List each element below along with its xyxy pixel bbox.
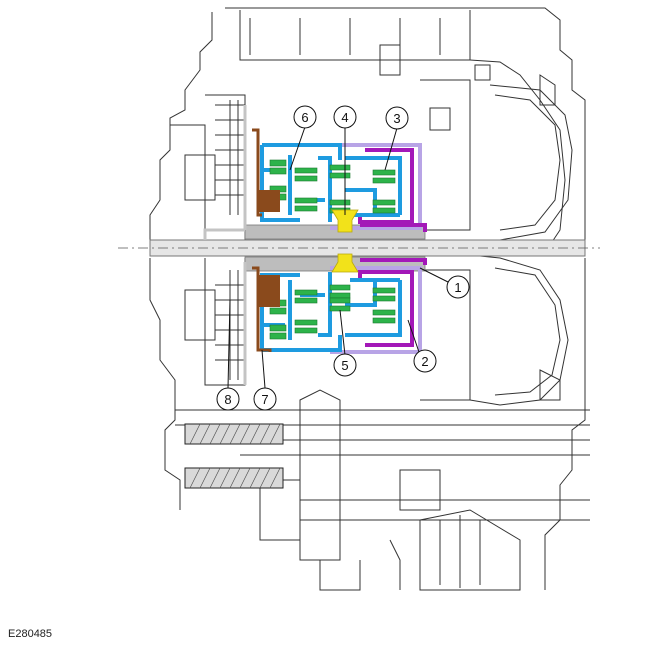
blue-carrier-upper — [260, 143, 402, 222]
callout-1-label: 1 — [454, 280, 461, 295]
callout-7-label: 7 — [261, 392, 268, 407]
callout-6: 6 — [293, 105, 317, 129]
callout-2: 2 — [413, 349, 437, 373]
callout-7: 7 — [253, 387, 277, 411]
lavender-drum — [330, 143, 422, 354]
callout-3: 3 — [385, 106, 409, 130]
grey-path — [203, 105, 247, 385]
purple-component — [358, 148, 427, 347]
callout-5: 5 — [333, 353, 357, 377]
yellow-hub — [331, 209, 359, 273]
green-gears — [269, 159, 396, 340]
callout-leaders — [227, 126, 459, 389]
callout-3-label: 3 — [393, 111, 400, 126]
callout-8: 8 — [216, 387, 240, 411]
brown-component — [252, 128, 280, 352]
figure-reference-code: E280485 — [8, 628, 53, 640]
callout-4: 4 — [333, 105, 357, 129]
callout-4-label: 4 — [341, 110, 348, 125]
callout-6-label: 6 — [301, 110, 308, 125]
hatched-blocks — [184, 423, 284, 489]
callout-1: 1 — [446, 275, 470, 299]
callout-5-label: 5 — [341, 358, 348, 373]
main-shaft — [118, 224, 600, 272]
transmission-housing — [149, 7, 590, 591]
callout-2-label: 2 — [421, 354, 428, 369]
callout-8-label: 8 — [224, 392, 231, 407]
